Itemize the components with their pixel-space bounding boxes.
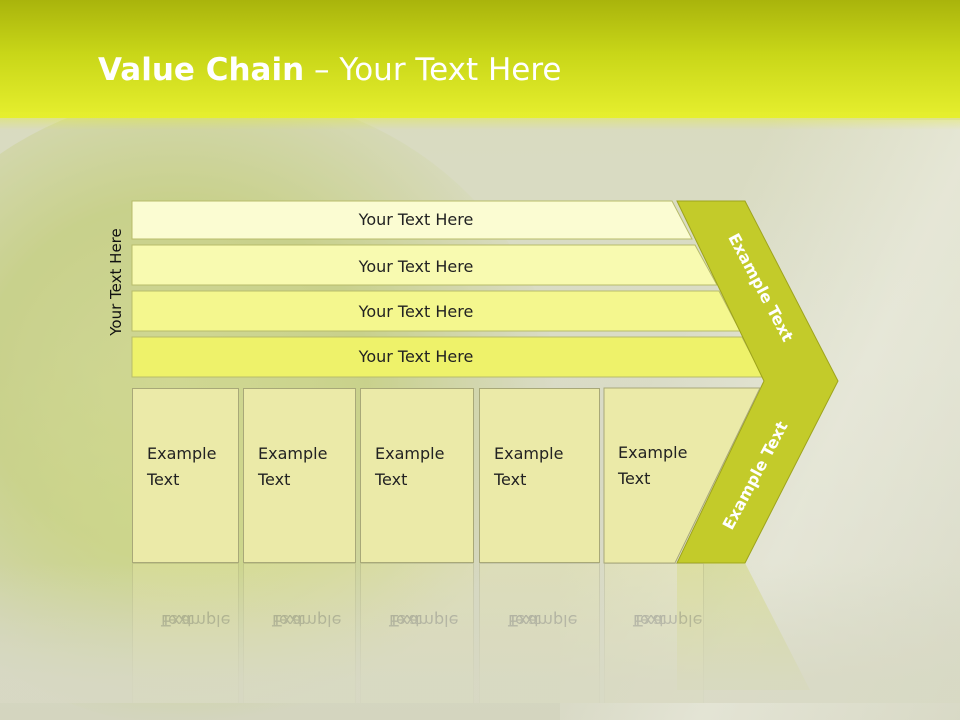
title-bold: Value Chain <box>98 52 305 88</box>
activity-box-3-line1: Example <box>375 444 445 463</box>
support-bar-3-label: Your Text Here <box>358 302 474 321</box>
activity-box-5-line1: Example <box>618 443 688 462</box>
header-band <box>0 0 960 118</box>
support-bar-2 <box>131 244 718 286</box>
activity-box-4-line2: Text <box>494 470 527 489</box>
header-fade <box>0 112 960 130</box>
activity-box-2-line2: Text <box>258 470 291 489</box>
title-rest: – Your Text Here <box>304 52 562 88</box>
activity-box-2-line1: Example <box>258 444 328 463</box>
support-bar-1-label: Your Text Here <box>358 210 474 229</box>
activity-box-1-line2: Text <box>147 470 180 489</box>
support-bar-4-label: Your Text Here <box>358 347 474 366</box>
reflection-fade <box>0 563 960 703</box>
activity-box-5-line2: Text <box>618 469 651 488</box>
slide-title: Value Chain – Your Text Here <box>98 52 561 88</box>
activity-box-1-line1: Example <box>147 444 217 463</box>
support-bar-2-label: Your Text Here <box>358 257 474 276</box>
support-bar-1 <box>131 200 693 240</box>
activity-box-4-line1: Example <box>494 444 564 463</box>
activity-box-3-line2: Text <box>375 470 408 489</box>
